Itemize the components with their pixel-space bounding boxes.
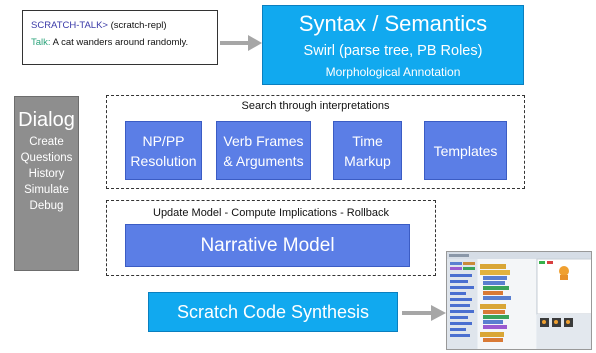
scratch-code-synthesis-box: Scratch Code Synthesis: [148, 292, 398, 332]
repl-utterance: A cat wanders around randomly.: [50, 37, 189, 48]
syntax-line-2: Swirl (parse tree, PB Roles): [303, 43, 483, 59]
search-interpretations-container: Search through interpretations: [106, 95, 525, 189]
np-pp-line-2: Resolution: [130, 152, 197, 169]
scratch-editor-image: [447, 252, 591, 349]
repl-line-1: SCRATCH-TALK> (scratch-repl): [31, 17, 217, 34]
templates-label: Templates: [433, 142, 498, 159]
time-markup-box: Time Markup: [333, 121, 402, 180]
syntax-semantics-box: Syntax / Semantics Swirl (parse tree, PB…: [262, 5, 524, 85]
dialog-item-questions: Questions: [20, 152, 73, 164]
templates-box: Templates: [424, 121, 507, 180]
dialog-item-debug: Debug: [29, 200, 64, 212]
repl-speaker: Talk:: [31, 37, 51, 48]
np-pp-resolution-box: NP/PP Resolution: [125, 121, 202, 180]
dialog-item-history: History: [28, 168, 65, 180]
synthesis-label: Scratch Code Synthesis: [176, 301, 370, 322]
update-model-container: Update Model - Compute Implications - Ro…: [106, 200, 436, 276]
dialog-box: Dialog Create Questions History Simulate…: [14, 96, 79, 271]
verb-frames-line-1: Verb Frames: [223, 132, 304, 149]
repl-box: SCRATCH-TALK> (scratch-repl) Talk: A cat…: [22, 10, 218, 65]
update-caption: Update Model - Compute Implications - Ro…: [153, 207, 389, 219]
narrative-model-label: Narrative Model: [200, 234, 335, 256]
search-caption: Search through interpretations: [241, 100, 390, 112]
dialog-item-create: Create: [29, 136, 64, 148]
verb-frames-line-2: & Arguments: [223, 152, 304, 169]
repl-prompt: SCRATCH-TALK>: [31, 20, 108, 31]
arrow-synthesis-to-scratch: [402, 305, 446, 321]
time-markup-line-1: Time: [352, 132, 383, 149]
narrative-model-box: Narrative Model: [125, 224, 410, 267]
arrow-repl-to-syntax: [220, 35, 262, 51]
scratch-editor-screenshot: [446, 251, 592, 350]
np-pp-line-1: NP/PP: [142, 132, 185, 149]
dialog-item-simulate: Simulate: [24, 184, 69, 196]
repl-line-2: Talk: A cat wanders around randomly.: [31, 34, 217, 51]
syntax-title: Syntax / Semantics: [298, 11, 488, 36]
repl-command: (scratch-repl): [107, 20, 167, 31]
syntax-line-3: Morphological Annotation: [325, 65, 461, 79]
time-markup-line-2: Markup: [344, 152, 391, 169]
dialog-title: Dialog: [18, 109, 75, 131]
verb-frames-box: Verb Frames & Arguments: [216, 121, 311, 180]
